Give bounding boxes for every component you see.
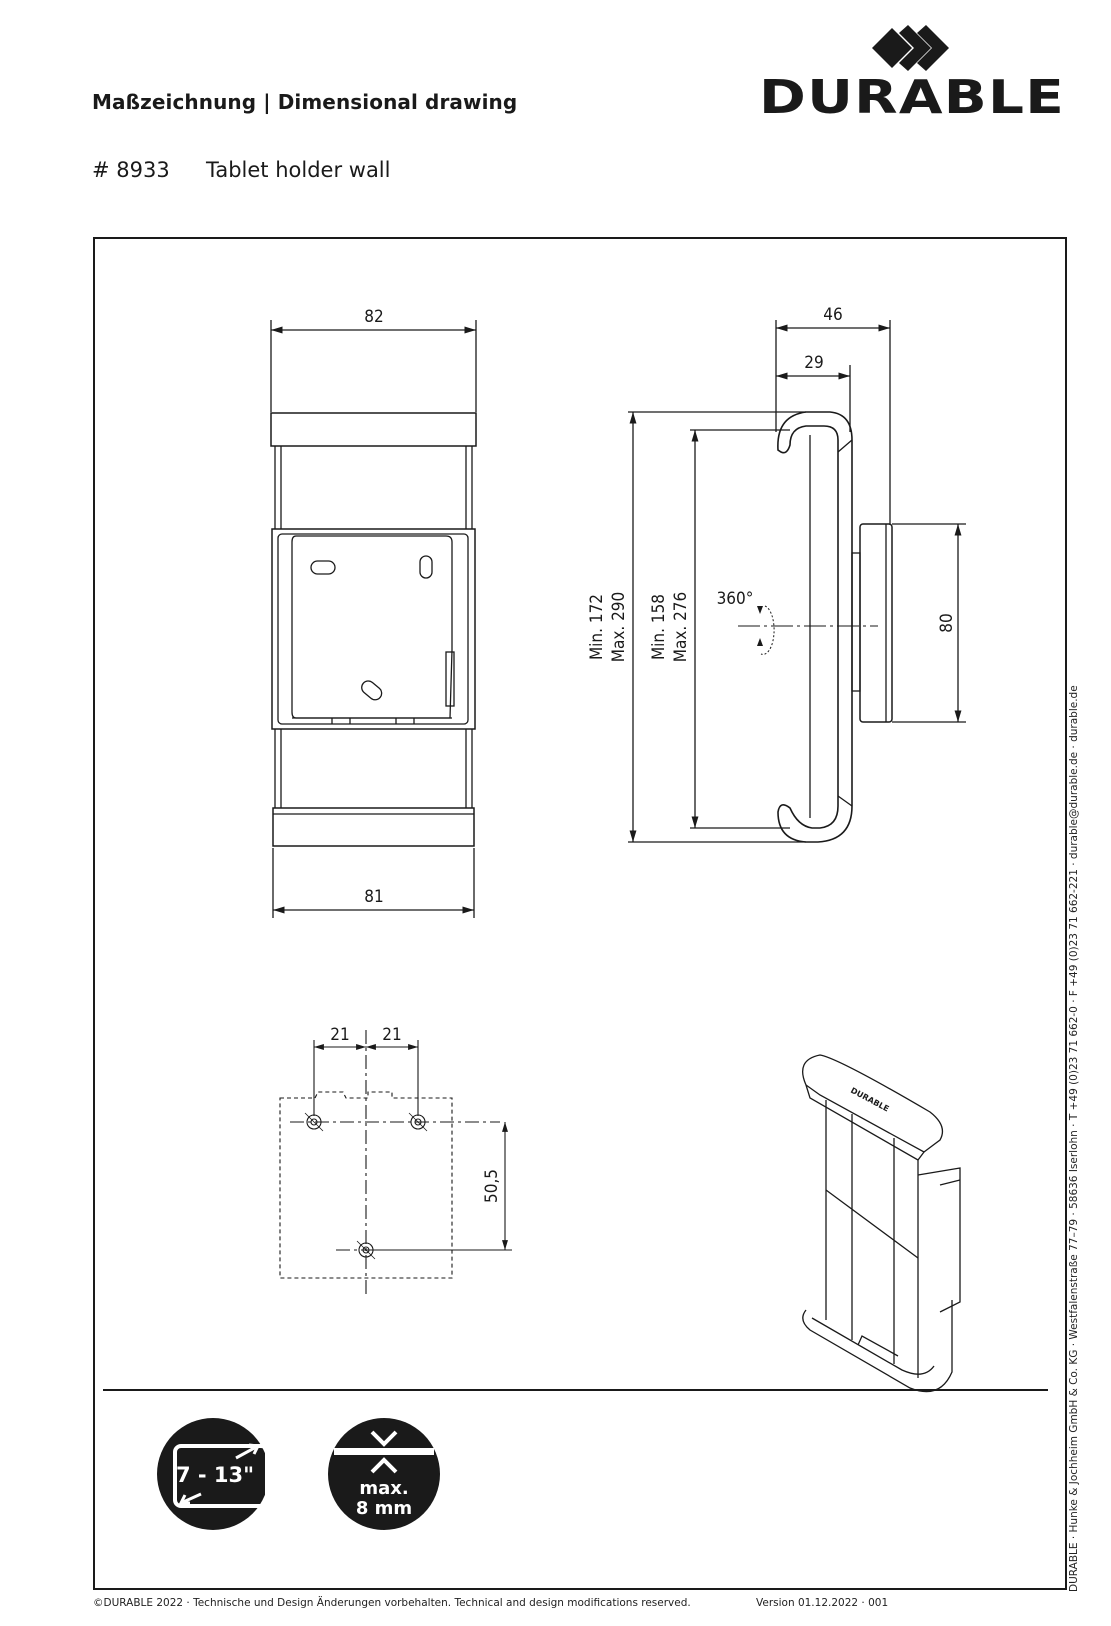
dim-side-depth-total: 46 (823, 305, 842, 325)
dim-rotation: 360° (717, 589, 754, 609)
dim-hole-vertical: 50,5 (482, 1169, 502, 1203)
perspective-view: DURABLE (802, 1054, 961, 1393)
logo-diamond-icon (872, 25, 949, 71)
document-title: Maßzeichnung | Dimensional drawing (92, 90, 518, 114)
dim-hole-left: 21 (330, 1025, 349, 1045)
tablet-size-label: 7 - 13" (176, 1463, 254, 1487)
dim-inner-min: Min. 158 (649, 594, 669, 660)
company-address: DURABLE · Hunke & Jochheim GmbH & Co. KG… (1068, 685, 1080, 1592)
durable-logo: DURABLE (759, 25, 1065, 120)
tablet-size-icon: 7 - 13" (157, 1418, 269, 1530)
side-view (628, 320, 966, 843)
max-thickness-value: 8 mm (356, 1498, 412, 1519)
front-view (270, 320, 477, 918)
max-thickness-icon: max. 8 mm (328, 1418, 440, 1530)
footer-version: Version 01.12.2022 · 001 (756, 1597, 889, 1609)
dim-mount-height: 80 (937, 613, 957, 632)
dim-outer-max: Max. 290 (609, 592, 629, 663)
logo-wordmark: DURABLE (759, 70, 1065, 120)
dim-front-top-width: 82 (364, 307, 383, 327)
dim-inner-max: Max. 276 (671, 592, 691, 663)
drilling-template (279, 1030, 512, 1295)
footer-copyright: ©DURABLE 2022 · Technische und Design Än… (93, 1597, 691, 1609)
dim-side-depth-clamp: 29 (804, 353, 823, 373)
product-name: Tablet holder wall (206, 158, 391, 182)
dim-hole-right: 21 (382, 1025, 401, 1045)
dim-outer-min: Min. 172 (587, 594, 607, 660)
max-thickness-label: max. (359, 1478, 408, 1499)
svg-text:DURABLE: DURABLE (849, 1086, 890, 1114)
product-number: # 8933 (92, 158, 170, 182)
drawing-frame (93, 237, 1067, 1590)
dim-front-bottom-width: 81 (364, 887, 383, 907)
